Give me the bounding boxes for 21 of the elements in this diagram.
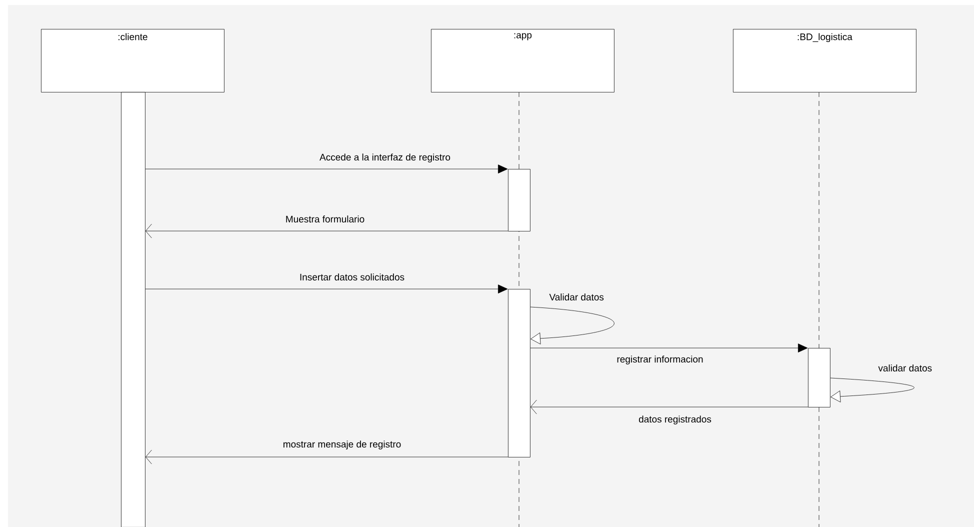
message-label: Validar datos	[549, 294, 604, 300]
message-label: registrar informacion	[617, 356, 703, 364]
message-arrow	[145, 284, 508, 294]
activation-bar	[508, 169, 530, 232]
message-arrow	[530, 344, 808, 352]
message-arrow	[145, 164, 508, 174]
message-label: Muestra formulario	[286, 216, 364, 222]
message-label: validar datos	[878, 364, 932, 372]
lifeline-head-box: :app	[431, 29, 614, 92]
message-arrow	[145, 450, 508, 464]
message-label: Accede a la interfaz de registro	[320, 154, 450, 162]
lifeline-head-box: :cliente	[41, 29, 224, 92]
message-arrow	[145, 224, 508, 238]
message-arrow	[830, 378, 914, 402]
message-label: mostrar mensaje de registro	[284, 440, 401, 450]
lifeline-head-box: :BD_logistica	[733, 29, 916, 92]
activation-bar	[121, 92, 146, 527]
message-arrow	[530, 400, 808, 414]
message-label: datos registrados	[638, 416, 712, 424]
message-arrow	[530, 306, 614, 344]
message-label: Insertar datos solicitados	[300, 274, 404, 280]
